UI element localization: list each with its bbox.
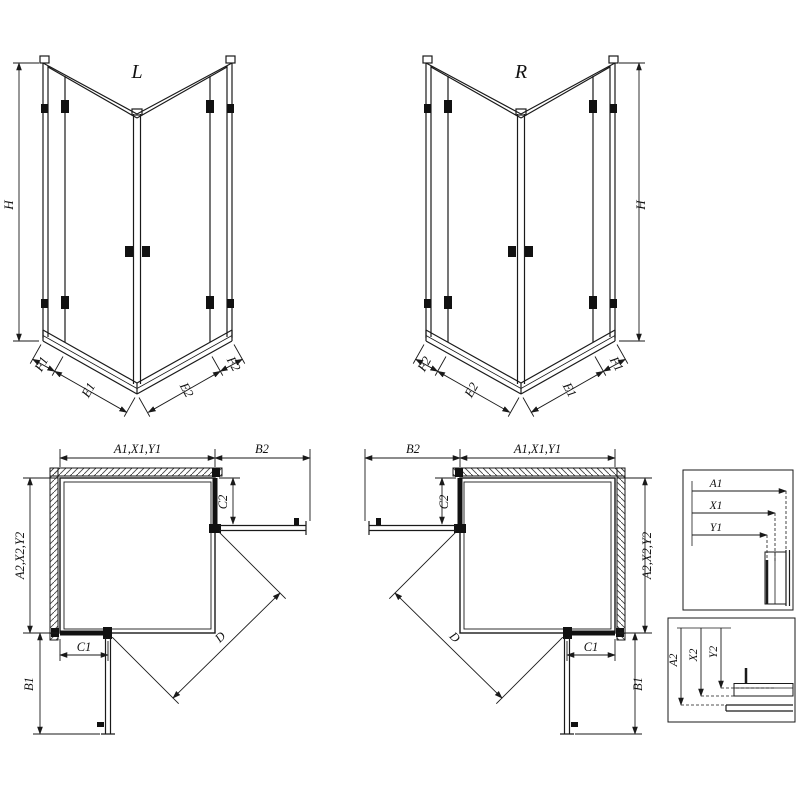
iso-view-right: R H F2 E2 E1 F1 [413,56,648,417]
iso-right-f2-label: F2 [414,353,435,374]
iso-right-e1-label: E1 [559,379,580,400]
plan-left-c1-label: C1 [77,640,92,654]
plan-left-depth-dim-label: A2,X2,Y2 [13,532,27,580]
plan-view-left: A1,X1,Y1 B2 C2 A2,X2,Y2 C1 B1 D [13,442,310,734]
plan-right-c1-label: C1 [584,640,599,654]
plan-right-c2-label: C2 [437,495,451,510]
iso-right-height-dim-label: H [633,200,648,211]
plan-right-b1-label: B1 [631,677,645,691]
plan-left-width-dim-label: A1,X1,Y1 [113,442,161,456]
detail-a2-label: A2 [668,653,680,667]
detail-box-height-profile: A2 X2 Y2 [667,617,796,723]
iso-view-left: L H F1 E1 E2 F2 [1,56,245,417]
plan-left-b2-label: B2 [255,442,269,456]
iso-left-height-dim-label: H [1,200,16,211]
plan-right-depth-dim-label: A2,X2,Y2 [640,532,654,580]
detail-box-width-profile: A1 X1 Y1 [682,469,794,611]
detail-x1-label: X1 [709,500,723,512]
iso-left-e2-label: E2 [176,379,197,400]
plan-view-right: B2 A1,X1,Y1 C2 A2,X2,Y2 C1 B1 D [365,442,654,734]
iso-right-e2-label: E2 [461,379,482,400]
iso-left-f2-label: F2 [223,353,244,374]
detail-y2-label: Y2 [708,646,720,658]
iso-left-e1-label: E1 [78,380,99,401]
detail-y1-label: Y1 [710,522,722,534]
detail-a1-label: A1 [709,478,723,490]
iso-left-f1-label: F1 [31,354,52,375]
iso-right-f1-label: F1 [606,353,627,374]
iso-left-version-label: L [130,61,142,83]
plan-left-b1-label: B1 [22,677,36,691]
plan-right-width-dim-label: A1,X1,Y1 [513,442,561,456]
detail-x2-label: X2 [688,648,700,662]
plan-left-c2-label: C2 [216,495,230,510]
plan-right-b2-label: B2 [406,442,420,456]
iso-right-version-label: R [514,61,527,83]
